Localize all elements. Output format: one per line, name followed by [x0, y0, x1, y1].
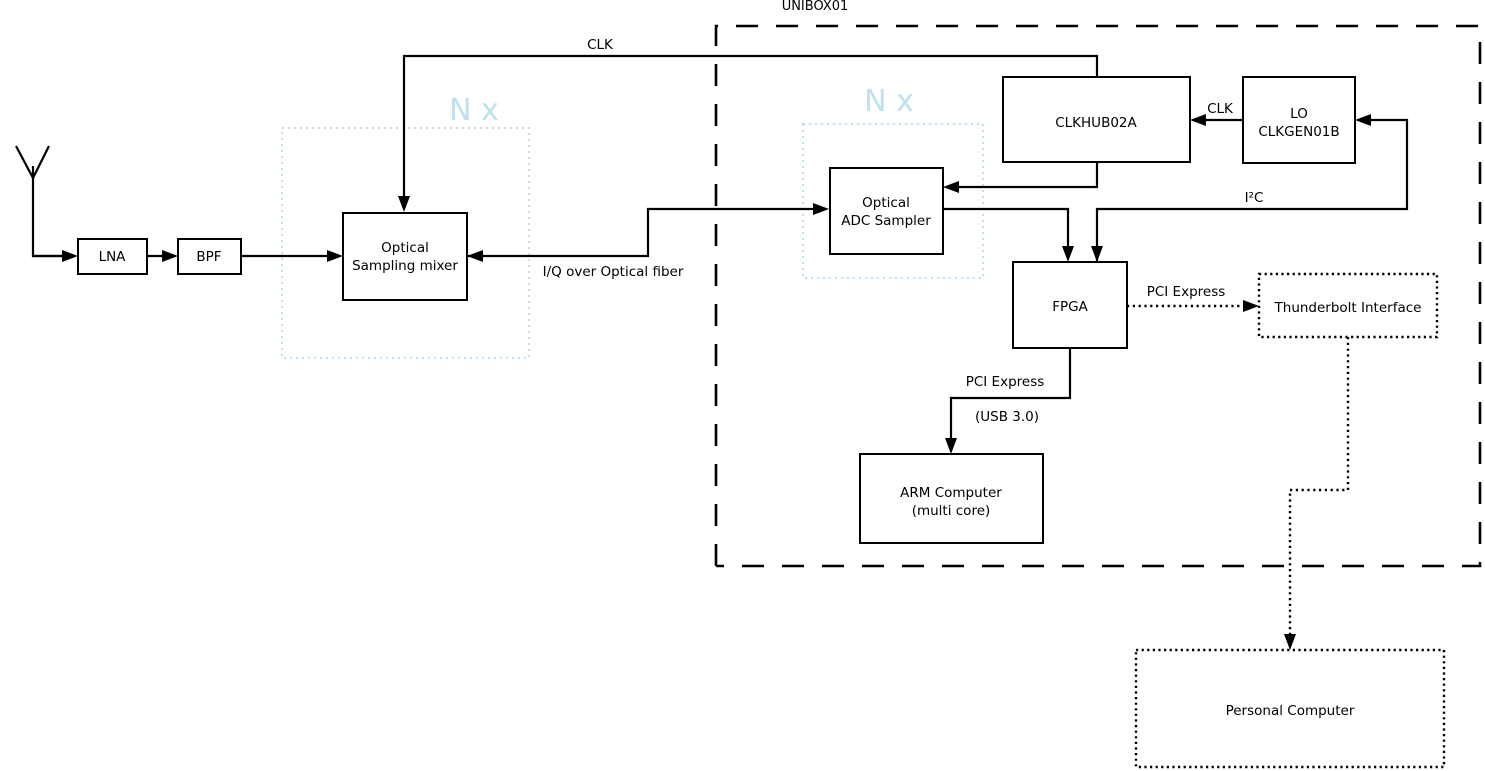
arrowhead-iq-to-mixer [467, 250, 483, 262]
block-pc-label: Personal Computer [1226, 703, 1355, 719]
nx-group-box-left [281, 127, 530, 359]
block-optical-sampling-mixer [342, 212, 468, 301]
edge-label-iq-over-fiber: I/Q over Optical fiber [543, 264, 684, 280]
block-thunderbolt-interface [1257, 272, 1439, 339]
block-bpf [177, 238, 242, 275]
block-fpga [1012, 261, 1128, 349]
block-personal-computer [1134, 648, 1446, 769]
unibox01-label: UNIBOX01 [782, 0, 849, 14]
edge-label-pcie-thunderbolt: PCI Express [1147, 284, 1226, 300]
arrowhead-i2c-into-fpga [1091, 246, 1103, 262]
wire-iq-mixer-adc [467, 207, 823, 258]
nx-group-box-right [802, 123, 984, 279]
block-clkhub02a [1002, 76, 1191, 163]
wire-clk-to-mixer [402, 54, 1099, 200]
arrowhead-clkhub-to-adc [943, 181, 959, 193]
block-arm-computer [859, 453, 1044, 544]
unibox01-boundary [714, 24, 1482, 568]
arrowhead-clk-to-mixer [398, 196, 410, 212]
block-lo-label-line2: CLKGEN01B [1258, 124, 1339, 140]
wire-i2c-fpga-to-lo [1095, 118, 1409, 262]
edge-label-pcie-arm: PCI Express [966, 374, 1045, 390]
block-adc-label-line1: Optical [862, 195, 910, 211]
nx-label-left: N x [449, 93, 499, 128]
edge-label-clk-top: CLK [587, 37, 614, 53]
block-bpf-label: BPF [196, 249, 221, 265]
block-lo-label-line1: LO [1290, 106, 1308, 122]
arrowhead-bpf-to-mixer [327, 250, 343, 262]
block-thunderbolt-label: Thunderbolt Interface [1274, 300, 1422, 316]
block-adc-label-line2: ADC Sampler [841, 213, 931, 229]
arrowhead-lo-to-clkhub [1190, 114, 1206, 126]
arrowhead-fpga-to-arm [945, 438, 957, 454]
arrowhead-i2c-to-lo [1355, 114, 1371, 126]
arrowhead-antenna-to-lna [62, 250, 78, 262]
block-optical-adc-sampler [829, 167, 944, 255]
block-mixer-label-line2: Sampling mixer [352, 258, 458, 274]
antenna-icon [15, 145, 70, 258]
block-fpga-label: FPGA [1052, 299, 1088, 315]
arrowhead-iq-to-adc [813, 203, 829, 215]
edge-label-usb3: (USB 3.0) [975, 409, 1039, 425]
block-arm-label-line1: ARM Computer [900, 485, 1002, 501]
wire-thunderbolt-to-pc [1288, 337, 1350, 638]
block-arm-label-line2: (multi core) [912, 503, 991, 519]
block-clkhub02a-label: CLKHUB02A [1055, 115, 1137, 131]
edge-label-clk-lo: CLK [1207, 101, 1234, 117]
block-mixer-label-line1: Optical [381, 240, 429, 256]
arrowhead-lna-to-bpf [162, 250, 178, 262]
wire-clkhub-to-adc [949, 162, 1099, 189]
wire-adc-to-fpga [943, 207, 1070, 250]
nx-label-right: N x [864, 84, 914, 119]
wire-fpga-to-arm [949, 348, 1072, 442]
arrowhead-adc-to-fpga [1062, 246, 1074, 262]
arrowhead-pcie-to-thunderbolt [1243, 300, 1259, 312]
block-lna-label: LNA [99, 249, 127, 265]
block-lo-clkgen01b [1242, 76, 1356, 164]
arrowhead-thunderbolt-to-pc [1284, 634, 1296, 650]
edge-label-i2c: I²C [1245, 190, 1264, 206]
